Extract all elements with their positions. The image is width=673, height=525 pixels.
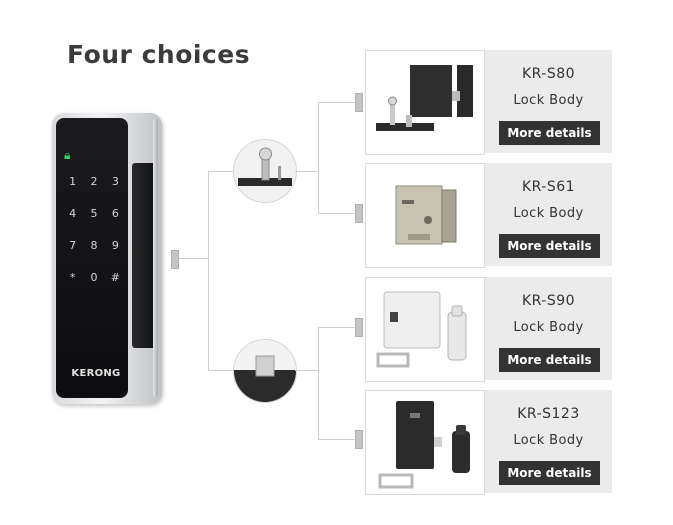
product-image-kr-s61[interactable] <box>365 163 485 268</box>
connector-line <box>318 327 356 328</box>
product-card-kr-s61: KR-S61 Lock Body More details <box>485 163 612 266</box>
product-card-kr-s123: KR-S123 Lock Body More details <box>485 390 612 493</box>
lock-body-icon <box>378 401 470 489</box>
more-details-button-kr-s61[interactable]: More details <box>499 234 600 258</box>
connector-line <box>208 171 209 371</box>
keyed-lock-detail-image <box>233 139 297 203</box>
lock-icon: 🔒︎ <box>64 148 71 162</box>
key-0: 0 <box>90 271 98 284</box>
connector-line <box>318 102 319 214</box>
key-7: 7 <box>69 239 77 252</box>
connector-line <box>208 370 234 371</box>
product-model: KR-S61 <box>521 179 576 195</box>
lock-body-icon <box>376 65 473 131</box>
connector-line <box>318 102 356 103</box>
latch-detail-image <box>233 339 297 403</box>
product-image-kr-s80[interactable] <box>365 50 485 155</box>
lock-body-icon <box>395 185 457 245</box>
connector-tab <box>355 430 363 449</box>
product-type: Lock Body <box>513 93 584 108</box>
connector-tab <box>355 204 363 223</box>
key-6: 6 <box>111 207 119 220</box>
product-image-kr-s90[interactable] <box>365 277 485 382</box>
key-9: 9 <box>111 239 119 252</box>
connector-line <box>295 370 319 371</box>
connector-line <box>318 439 356 440</box>
product-model: KR-S123 <box>517 406 580 422</box>
key-8: 8 <box>90 239 98 252</box>
keypad-device-image: 🔒︎ 1 2 3 4 5 6 7 8 9 * 0 # KERONG <box>52 113 162 404</box>
key-3: 3 <box>111 175 119 188</box>
more-details-button-kr-s123[interactable]: More details <box>499 461 600 485</box>
connector-tab <box>355 93 363 112</box>
product-model: KR-S80 <box>521 66 576 82</box>
key-5: 5 <box>90 207 98 220</box>
connector-line <box>318 327 319 440</box>
connector-line <box>208 171 234 172</box>
key-icon <box>234 140 296 202</box>
connector-tab-device <box>171 250 179 269</box>
more-details-button-kr-s80[interactable]: More details <box>499 121 600 145</box>
brand-logo: KERONG <box>71 368 121 379</box>
keypad-face: 🔒︎ 1 2 3 4 5 6 7 8 9 * 0 # KERONG <box>56 118 128 398</box>
key-hash: # <box>110 271 120 284</box>
connector-tab <box>355 318 363 337</box>
product-image-kr-s123[interactable] <box>365 390 485 495</box>
more-details-button-kr-s90[interactable]: More details <box>499 348 600 372</box>
lock-body-icon <box>376 291 467 368</box>
product-type: Lock Body <box>513 206 584 221</box>
product-type: Lock Body <box>513 320 584 335</box>
latch-icon <box>234 340 296 402</box>
device-edge <box>153 119 158 397</box>
product-card-kr-s80: KR-S80 Lock Body More details <box>485 50 612 153</box>
key-1: 1 <box>69 175 77 188</box>
device-side-panel <box>132 163 156 348</box>
connector-line <box>318 213 356 214</box>
connector-line <box>295 171 319 172</box>
product-model: KR-S90 <box>521 293 576 309</box>
key-2: 2 <box>90 175 98 188</box>
key-star: * <box>69 271 76 284</box>
product-type: Lock Body <box>513 433 584 448</box>
keypad-keys: 1 2 3 4 5 6 7 8 9 * 0 # <box>62 176 126 284</box>
key-4: 4 <box>69 207 77 220</box>
connector-line <box>179 258 209 259</box>
product-card-kr-s90: KR-S90 Lock Body More details <box>485 277 612 380</box>
page-title: Four choices <box>67 40 251 69</box>
